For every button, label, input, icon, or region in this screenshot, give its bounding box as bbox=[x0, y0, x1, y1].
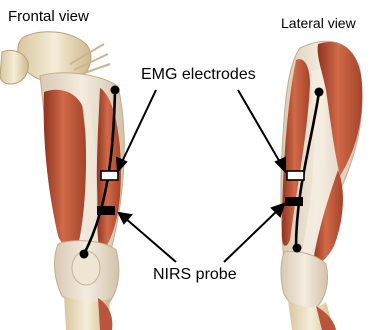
emg-arrow-lateral-head bbox=[276, 158, 285, 171]
frontal-wire-end-bottom bbox=[80, 250, 89, 259]
emg-electrodes-label: EMG electrodes bbox=[141, 67, 256, 83]
lateral-nirs-probe bbox=[285, 197, 303, 206]
emg-arrow-frontal bbox=[121, 90, 156, 164]
frontal-wire-end-top bbox=[111, 86, 120, 95]
frontal-emg-electrode bbox=[101, 171, 118, 180]
lateral-view-title: Lateral view bbox=[281, 16, 356, 30]
lateral-emg-electrode bbox=[287, 171, 304, 180]
frontal-nirs-probe bbox=[97, 206, 115, 215]
emg-arrow-lateral bbox=[238, 90, 281, 164]
lateral-leg-illustration bbox=[281, 41, 362, 330]
lateral-wire-end-bottom bbox=[293, 244, 302, 253]
nirs-arrow-lateral bbox=[224, 210, 278, 262]
frontal-view-title: Frontal view bbox=[8, 9, 89, 24]
frontal-leg-illustration bbox=[0, 32, 124, 330]
frontal-lateral-muscle bbox=[44, 90, 86, 248]
nirs-probe-label: NIRS probe bbox=[153, 267, 237, 283]
nirs-arrow-frontal bbox=[125, 218, 176, 262]
lateral-wire-end-top bbox=[315, 88, 324, 97]
pointer-arrows bbox=[117, 90, 285, 262]
lateral-knee bbox=[281, 252, 328, 310]
frontal-pelvis-lower bbox=[0, 50, 28, 84]
